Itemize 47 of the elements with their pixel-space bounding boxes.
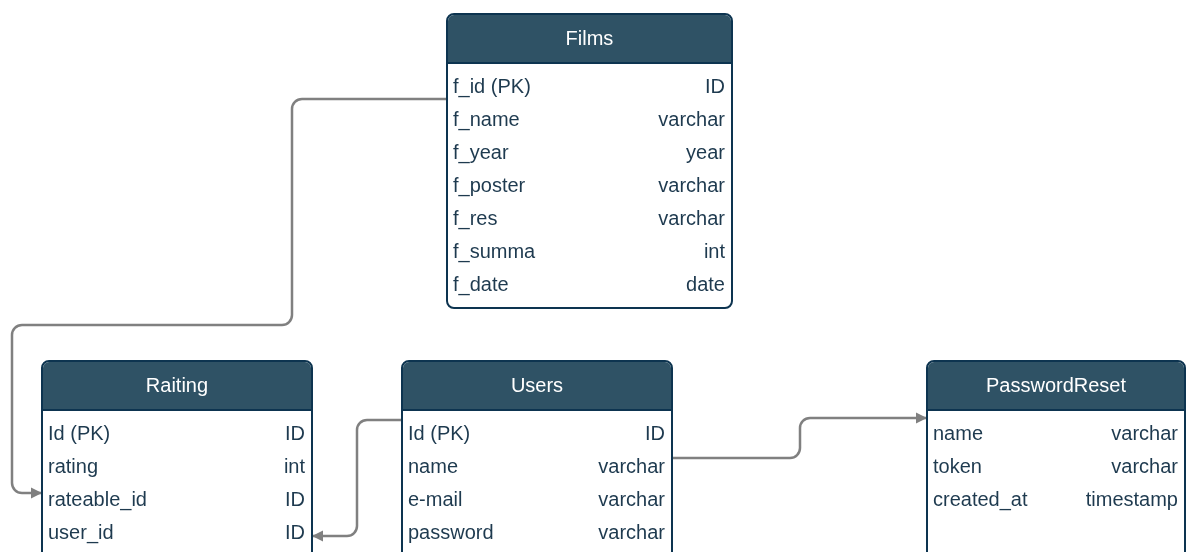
column-name: f_res (453, 206, 498, 230)
column-name: f_id (PK) (453, 74, 531, 98)
table-card (926, 360, 1186, 552)
column-name: rating (48, 454, 99, 478)
table-title: Users (403, 362, 671, 411)
column-name: Id (PK) (48, 421, 111, 445)
column-type: year (686, 140, 725, 164)
connector-arrow (673, 412, 928, 460)
column-name: e-mail (408, 487, 463, 511)
column-type: varchar (658, 206, 725, 230)
column-name: name (933, 421, 984, 445)
column-type: date (686, 272, 725, 296)
column-name: name (408, 454, 459, 478)
column-name: f_poster (453, 173, 526, 197)
column-type: varchar (598, 487, 665, 511)
column-type: varchar (1111, 421, 1178, 445)
table-card (41, 360, 313, 552)
column-type: ID (705, 74, 725, 98)
table-title: Raiting (43, 362, 311, 411)
table-card (446, 13, 733, 309)
table-title: Films (448, 15, 731, 64)
column-name: created_at (933, 487, 1028, 511)
column-name: f_summa (453, 239, 536, 263)
column-name: f_year (453, 140, 509, 164)
column-type: ID (285, 421, 305, 445)
table-title: PasswordReset (928, 362, 1184, 411)
connector-arrow (10, 97, 446, 499)
column-name: token (933, 454, 982, 478)
column-name: rateable_id (48, 487, 147, 511)
column-type: varchar (658, 173, 725, 197)
table-card (401, 360, 673, 552)
connector-arrow (311, 418, 401, 542)
column-name: user_id (48, 520, 114, 544)
column-type: int (703, 239, 725, 263)
column-type: ID (285, 520, 305, 544)
column-name: password (408, 520, 494, 544)
column-type: varchar (598, 520, 665, 544)
column-type: varchar (598, 454, 665, 478)
column-type: ID (285, 487, 305, 511)
column-name: f_date (453, 272, 509, 296)
column-name: Id (PK) (408, 421, 471, 445)
column-name: f_name (453, 107, 520, 131)
column-type: varchar (658, 107, 725, 131)
column-type: ID (645, 421, 665, 445)
column-type: int (283, 454, 305, 478)
column-type: timestamp (1085, 487, 1178, 511)
column-type: varchar (1111, 454, 1178, 478)
